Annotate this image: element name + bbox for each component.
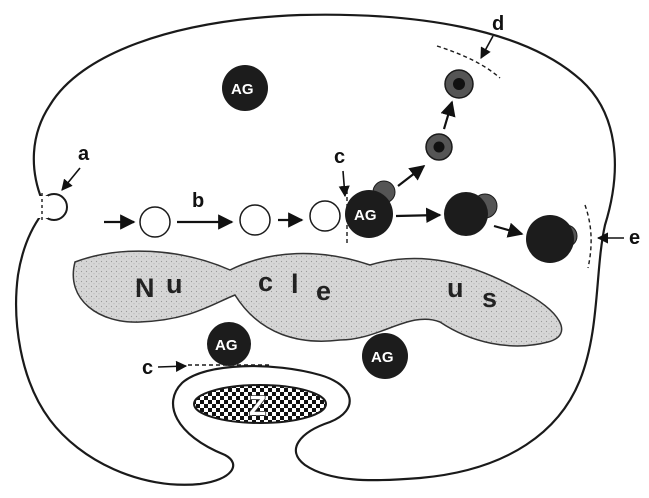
label-c-bottom: c [142, 357, 153, 379]
arrow-right-1 [395, 207, 442, 224]
nucleus-letter-s: s [482, 283, 497, 313]
granule-top [222, 65, 268, 111]
granule-bottom [207, 322, 251, 366]
granule-up-1-core [433, 141, 445, 153]
arrow-up-1 [397, 165, 426, 187]
label-a: a [78, 143, 90, 165]
dashed-membrane-d [436, 45, 501, 79]
pointer-a [61, 167, 81, 191]
granule-top-label: AG [231, 81, 254, 98]
z-label: Z [249, 390, 266, 421]
pointer-c-top [338, 170, 350, 198]
granule-right-path-2 [526, 215, 574, 263]
nucleus-letter-l: l [291, 269, 299, 299]
dashed-membrane-e [584, 204, 592, 269]
granule-right-path-1 [444, 192, 488, 236]
nucleus [72, 250, 563, 347]
z-body [193, 384, 327, 424]
granule-bottom-label: AG [215, 337, 238, 354]
label-c-top: c [334, 146, 345, 168]
pointer-c-bottom [157, 360, 188, 372]
granule-up-2-core [453, 78, 465, 90]
label-b: b [192, 190, 204, 212]
pointer-d [480, 35, 494, 59]
vesicle-3 [309, 200, 341, 232]
nucleus-letter-u1: u [166, 269, 183, 299]
granule-right-label: AG [371, 349, 394, 366]
nucleus-letter-c: c [258, 267, 273, 297]
label-d: d [492, 13, 504, 35]
granule-right [362, 333, 408, 379]
granule-center [345, 190, 393, 238]
arrow-up-2 [440, 100, 456, 130]
label-e: e [629, 227, 640, 249]
nucleus-letter-u2: u [447, 273, 464, 303]
granule-center-label: AG [354, 207, 377, 224]
vesicle-2 [239, 204, 271, 236]
arrow-right-2 [493, 222, 524, 238]
nucleus-letter-n: N [135, 273, 155, 303]
nucleus-letter-e: e [316, 276, 331, 306]
vesicle-1 [139, 206, 171, 238]
